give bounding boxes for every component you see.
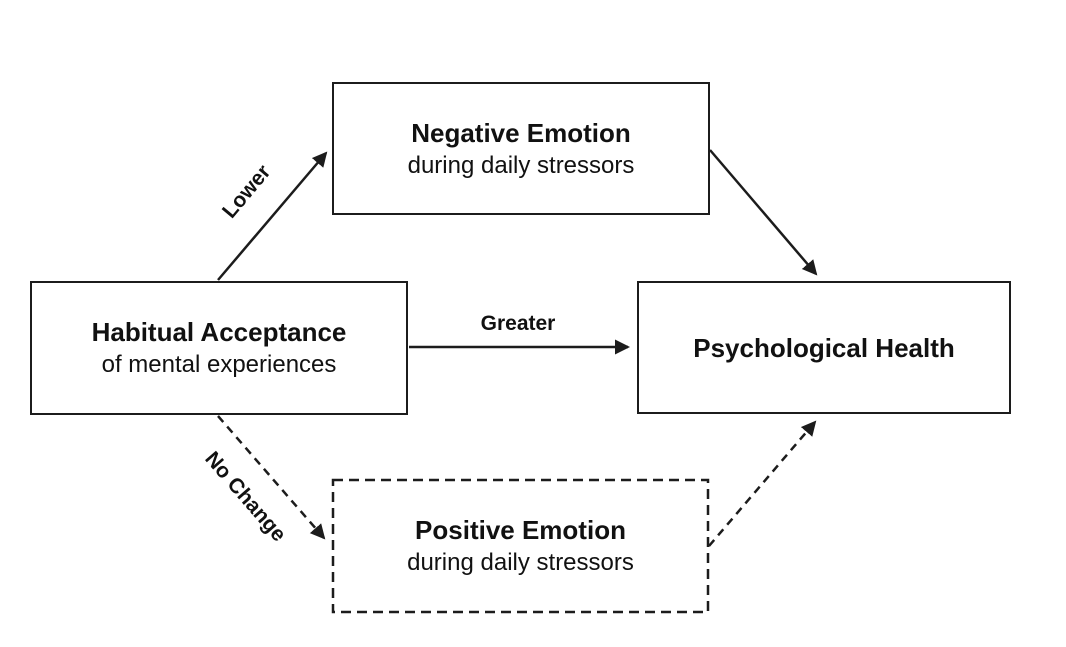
- positive-emotion-subtitle: during daily stressors: [407, 549, 634, 576]
- positive-emotion-dashed-border: [331, 478, 710, 614]
- negative-emotion-subtitle: during daily stressors: [407, 151, 635, 179]
- positive-emotion-title: Positive Emotion: [415, 515, 626, 545]
- psychological-health-title: Psychological Health: [693, 332, 955, 363]
- node-habitual-acceptance: Habitual Acceptance of mental experience…: [30, 281, 408, 415]
- arrow-habitual-to-negative: [217, 151, 328, 281]
- node-negative-emotion: Negative Emotion during daily stressors: [332, 82, 710, 215]
- habitual-acceptance-title: Habitual Acceptance: [91, 317, 347, 347]
- arrow-positive-to-psych: [708, 420, 817, 547]
- habitual-acceptance-subtitle: of mental experiences: [101, 351, 337, 378]
- node-positive-emotion: Positive Emotion during daily stressors: [332, 479, 709, 613]
- edge-label-greater: Greater: [480, 312, 556, 335]
- arrow-negative-to-psych: [709, 149, 818, 276]
- negative-emotion-title: Negative Emotion: [411, 117, 631, 148]
- node-psychological-health: Psychological Health: [637, 281, 1011, 414]
